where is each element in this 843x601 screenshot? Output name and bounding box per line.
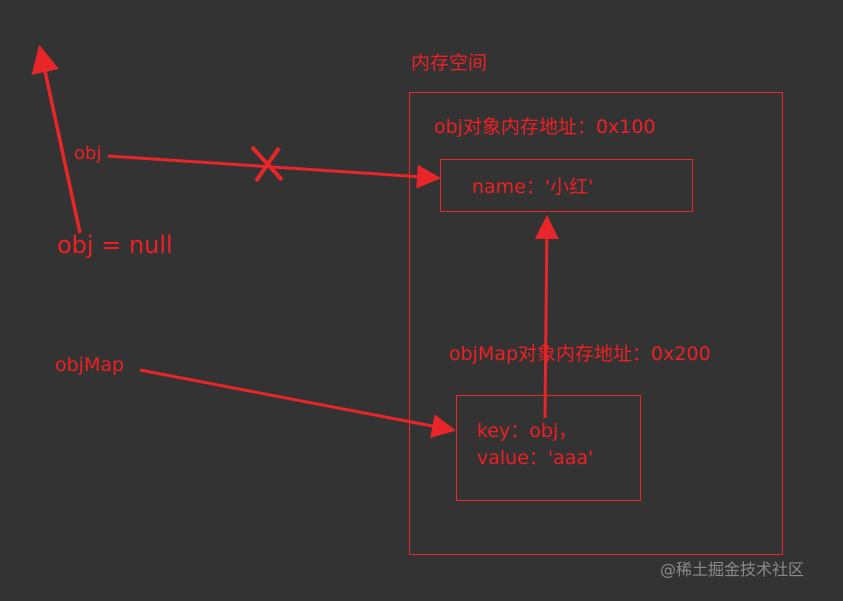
objmap-reference-arrow: [139, 368, 456, 438]
obj-null-arrow: [31, 44, 82, 234]
obj-object-box: [440, 159, 693, 212]
memory-space-box: [409, 92, 783, 555]
memory-space-label: 内存空间: [411, 52, 488, 74]
obj-address-label: obj对象内存地址：0x100: [434, 116, 656, 138]
obj-variable-label: obj: [74, 143, 102, 164]
objmap-object-box: [456, 395, 641, 501]
obj-null-statement: obj = null: [57, 231, 173, 259]
watermark: @稀土掘金技术社区: [660, 560, 805, 579]
key-to-obj-arrow: [534, 215, 559, 419]
obj-reference-arrow: [107, 154, 441, 189]
objmap-address-label: objMap对象内存地址：0x200: [449, 343, 711, 365]
obj-name-entry: name：'小红': [472, 176, 594, 198]
objmap-entry-value: value：'aaa': [477, 446, 594, 469]
objmap-entry: key：obj， value：'aaa': [477, 418, 593, 471]
objmap-entry-key: key：obj，: [477, 420, 578, 442]
objmap-variable-label: objMap: [55, 354, 125, 376]
broken-reference-cross-icon: [250, 145, 284, 183]
